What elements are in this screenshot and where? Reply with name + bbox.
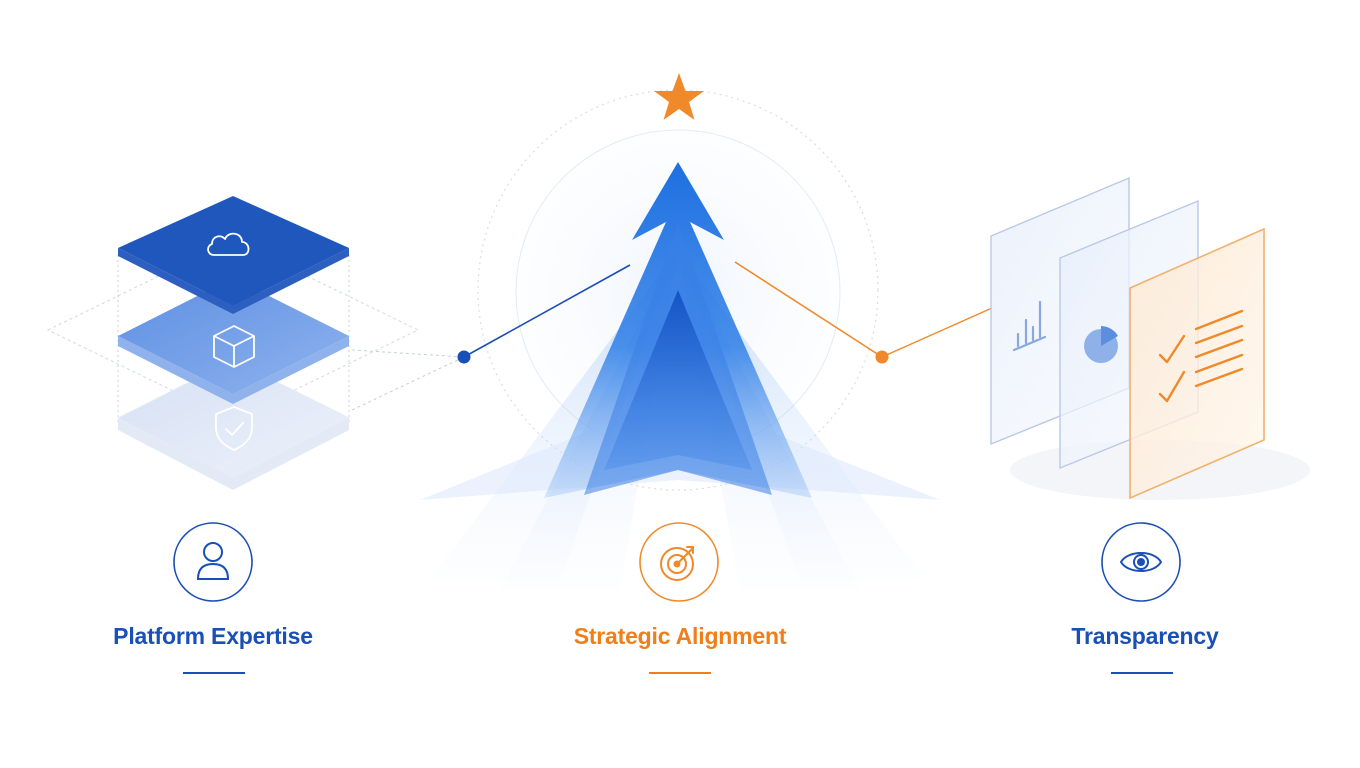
checklist-icon xyxy=(1158,309,1244,403)
star-icon xyxy=(654,73,704,120)
transparency-panels xyxy=(990,176,1310,500)
cloud-icon xyxy=(207,232,250,256)
stack-layer-top xyxy=(118,196,349,314)
pillar-underline-center xyxy=(649,672,711,674)
platform-stack xyxy=(46,196,420,490)
pillar-underline-right xyxy=(1111,672,1173,674)
pie-chart-icon xyxy=(1084,326,1118,363)
target-icon-badge xyxy=(639,522,719,602)
arrow-up-icon xyxy=(420,162,940,590)
pillar-label-platform-expertise: Platform Expertise xyxy=(113,623,313,649)
pillar-underline-left xyxy=(183,672,245,674)
pillar-label-transparency: Transparency xyxy=(1071,623,1219,649)
stack-layer-middle xyxy=(118,278,349,404)
bar-chart-icon xyxy=(1012,300,1047,352)
connector-right xyxy=(734,261,993,364)
target-icon xyxy=(660,546,694,581)
panel-front xyxy=(1129,227,1265,500)
user-icon xyxy=(196,542,230,580)
connector-right-node xyxy=(875,350,889,364)
shield-check-icon xyxy=(215,406,253,451)
eye-icon xyxy=(1120,552,1162,572)
user-icon-badge xyxy=(173,522,253,602)
eye-icon-badge xyxy=(1101,522,1181,602)
connector-left-node xyxy=(457,350,471,364)
cube-icon xyxy=(213,325,255,368)
pillar-label-strategic-alignment: Strategic Alignment xyxy=(573,623,787,649)
connector-left xyxy=(351,264,631,411)
